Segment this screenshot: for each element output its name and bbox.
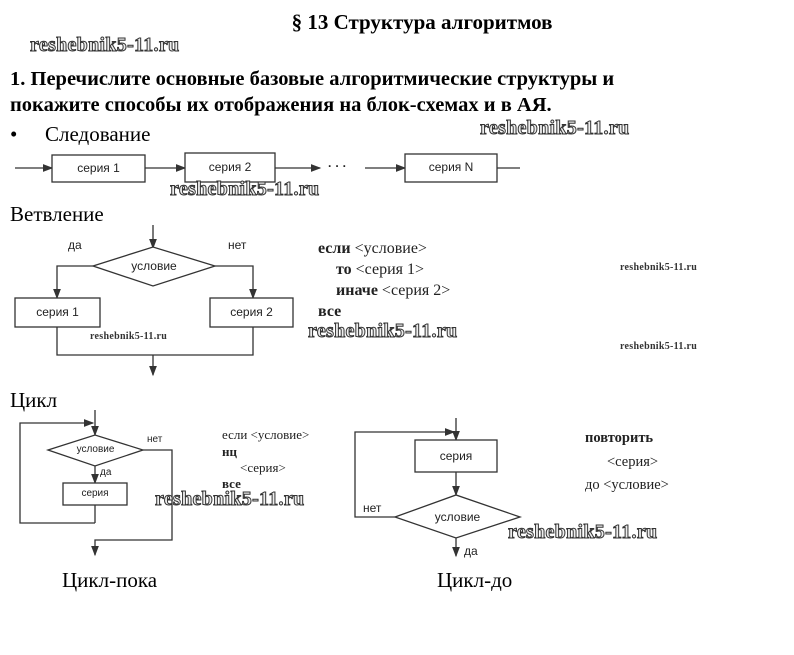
branch-box-1-label: серия 1	[36, 305, 79, 319]
while-code-line-3: <серия>	[240, 460, 286, 475]
branch-heading: Ветвление	[10, 202, 104, 226]
code-text: <условие>	[354, 240, 427, 257]
watermark: reshebnik5-11.ru	[29, 34, 180, 57]
until-caption: Цикл-до	[437, 568, 513, 592]
branch-diagram	[14, 225, 294, 377]
while-condition-label: условие	[76, 444, 115, 455]
branch-code-line-2: то <серия 1>	[336, 261, 424, 279]
code-text: <серия 2>	[381, 282, 451, 299]
until-code-line-3: до <условие>	[585, 477, 669, 493]
code-text: <серия 1>	[355, 261, 425, 278]
branch-condition-label: условие	[131, 259, 177, 273]
sequence-box-n	[404, 153, 498, 183]
question-line-2: покажите способы их отображения на блок-…	[10, 94, 552, 116]
watermark: reshebnik5-11.ru	[154, 488, 305, 511]
sequence-diagram	[15, 152, 520, 183]
branch-code-line-1: если <условие>	[318, 240, 427, 258]
while-yes-label: да	[100, 467, 112, 478]
keyword-end: все	[318, 303, 342, 320]
watermark: reshebnik5-11.ru	[620, 341, 698, 352]
until-yes-label: да	[464, 544, 478, 558]
watermark: reshebnik5-11.ru	[507, 521, 658, 544]
watermark: reshebnik5-11.ru	[307, 320, 458, 343]
until-loop-diagram	[354, 418, 523, 558]
while-body-label: серия	[81, 488, 109, 499]
watermark: reshebnik5-11.ru	[90, 331, 168, 342]
until-no-label: нет	[363, 501, 382, 515]
sequence-box-2-label: серия 2	[208, 160, 252, 174]
until-code-line-1: повторить	[585, 430, 654, 446]
bullet: •	[10, 122, 18, 146]
page-title: § 13 Структура алгоритмов	[291, 10, 553, 34]
while-no-label: нет	[147, 434, 163, 445]
watermark: reshebnik5-11.ru	[479, 117, 630, 140]
sequence-box-n-label: серия N	[428, 160, 474, 174]
until-code-line-2: <серия>	[607, 454, 659, 470]
branch-code-line-4: все	[318, 303, 341, 321]
while-code-line-4: все	[222, 476, 241, 491]
sequence-dots: · · ·	[328, 159, 347, 173]
keyword-then: то	[336, 261, 352, 278]
watermark: reshebnik5-11.ru	[620, 262, 698, 273]
loop-heading: Цикл	[10, 388, 58, 412]
while-caption: Цикл-пока	[62, 568, 158, 592]
keyword-if: если	[318, 240, 351, 257]
watermark: reshebnik5-11.ru	[169, 178, 320, 201]
while-code-line-2: нц	[222, 444, 237, 459]
while-code-line-1: если <условие>	[222, 427, 310, 442]
until-body-label: серия	[439, 449, 473, 463]
branch-no-label: нет	[228, 238, 247, 252]
keyword-else: иначе	[336, 282, 378, 299]
branch-box-2-label: серия 2	[230, 305, 273, 319]
sequence-box-1-label: серия 1	[77, 161, 120, 175]
sequence-heading: Следование	[45, 122, 151, 146]
while-loop-diagram	[19, 410, 173, 557]
branch-code-line-3: иначе <серия 2>	[336, 282, 450, 300]
question-line-1: 1. Перечислите основные базовые алгоритм…	[10, 68, 615, 90]
until-condition-label: условие	[434, 510, 481, 524]
branch-yes-label: да	[68, 238, 82, 252]
